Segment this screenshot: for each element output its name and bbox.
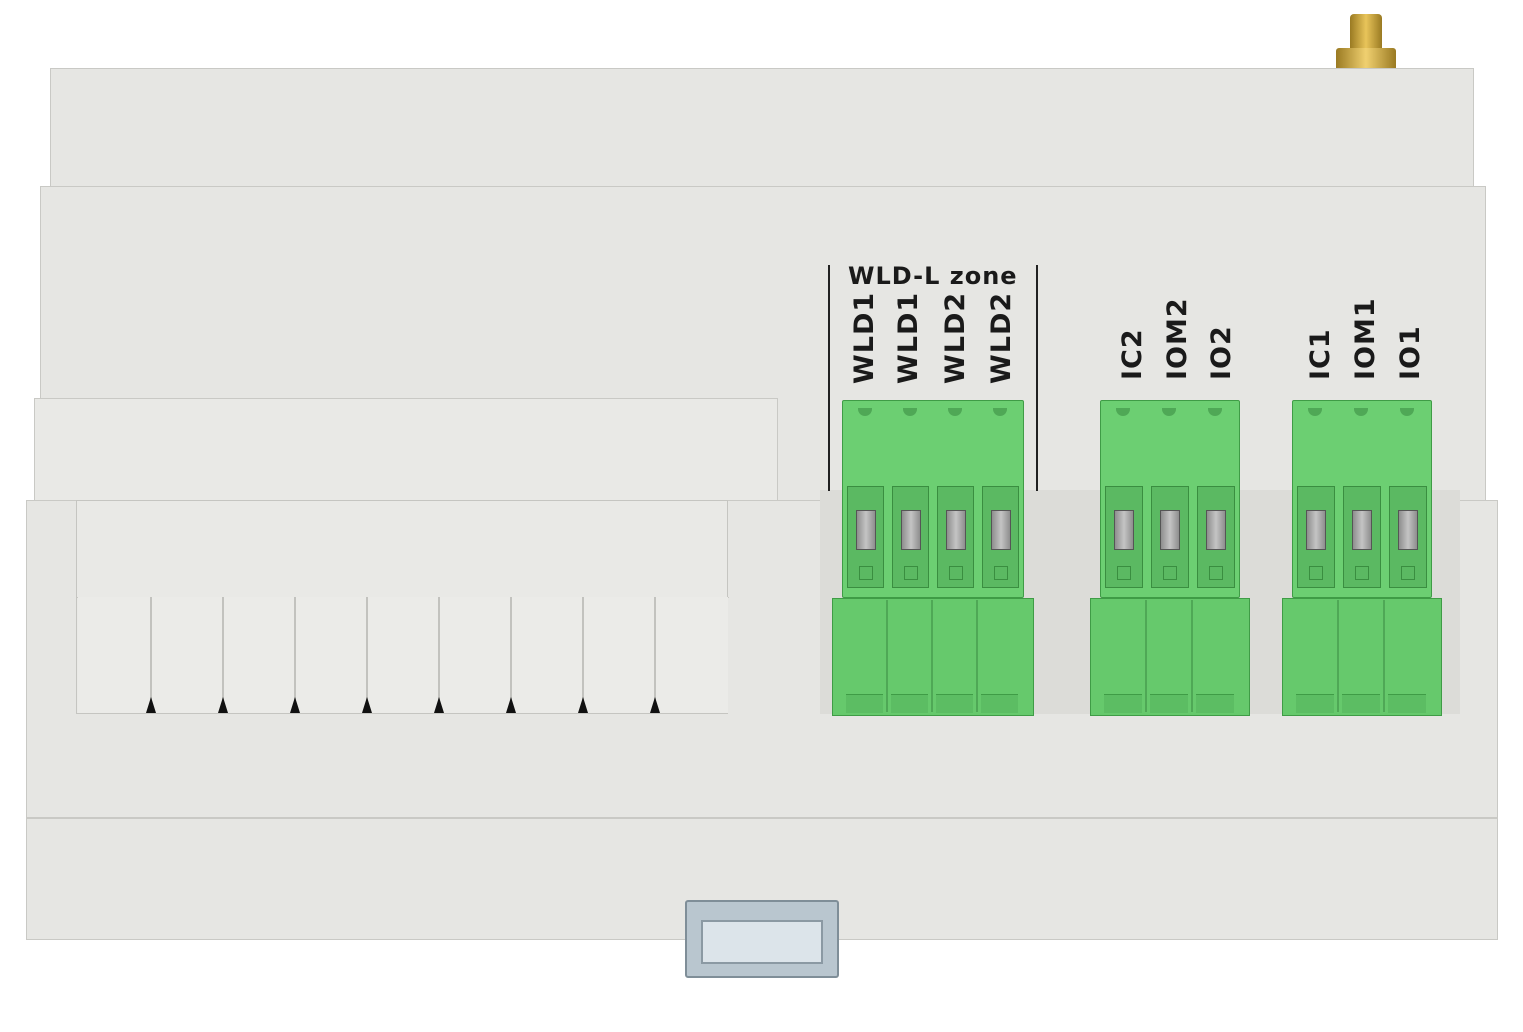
terminal-screw[interactable] [855, 510, 876, 550]
terminal-label: WLD1 [849, 291, 880, 384]
terminal-notch [1354, 408, 1368, 416]
plug-grip [891, 694, 928, 713]
plug-grip [1296, 694, 1334, 713]
plug-grip [1150, 694, 1188, 713]
terminal-wire-entry [1401, 566, 1415, 580]
fin-cell [294, 597, 368, 713]
zone-bracket-left [828, 265, 830, 491]
plug-divider [1383, 600, 1385, 712]
terminal-notch [992, 408, 1007, 416]
terminal-wire-entry [858, 566, 873, 580]
terminal-notch [1208, 408, 1222, 416]
plug-grip [846, 694, 883, 713]
din-rail-clip[interactable] [685, 900, 839, 978]
terminal-notch [1400, 408, 1414, 416]
plug-grip [1388, 694, 1426, 713]
fin-notch [434, 697, 444, 713]
terminal-label: WLD1 [893, 291, 924, 384]
terminal-label: IOM1 [1350, 297, 1381, 380]
fin-cell [582, 597, 656, 713]
terminal-wire-entry [1355, 566, 1369, 580]
terminal-notch [1116, 408, 1130, 416]
zone-bracket-right [1036, 265, 1038, 491]
terminal-wire-entry [1163, 566, 1177, 580]
fin-notch [218, 697, 228, 713]
plug-grip [936, 694, 973, 713]
housing-top-tier [50, 68, 1474, 188]
terminal-notch [902, 408, 917, 416]
terminal-wire-entry [1117, 566, 1131, 580]
fin-cell [654, 597, 728, 713]
plug-divider [976, 600, 978, 712]
terminal-notch [1308, 408, 1322, 416]
terminal-screw[interactable] [1114, 510, 1134, 550]
terminal-wire-entry [948, 566, 963, 580]
plug-divider [1145, 600, 1147, 712]
terminal-wire-entry [1309, 566, 1323, 580]
fin-cell [366, 597, 440, 713]
terminal-wire-entry [993, 566, 1008, 580]
terminal-label: IC1 [1305, 328, 1336, 380]
fin-notch [146, 697, 156, 713]
terminal-notch [947, 408, 962, 416]
terminal-screw[interactable] [990, 510, 1011, 550]
plug-grip [1196, 694, 1234, 713]
terminal-screw[interactable] [1206, 510, 1226, 550]
plug-grip [1104, 694, 1142, 713]
terminal-label: IC2 [1117, 328, 1148, 380]
terminal-screw[interactable] [1160, 510, 1180, 550]
terminal-notch [1162, 408, 1176, 416]
fin-cell [78, 597, 150, 713]
fin-notch [578, 697, 588, 713]
zone-title: WLD-L zone [848, 262, 1018, 290]
plug-divider [1337, 600, 1339, 712]
fin-cell [222, 597, 296, 713]
plug-divider [1191, 600, 1193, 712]
terminal-notch [857, 408, 872, 416]
terminal-label: WLD2 [940, 291, 971, 384]
terminal-screw[interactable] [945, 510, 966, 550]
terminal-label: WLD2 [986, 291, 1017, 384]
terminal-wire-entry [1209, 566, 1223, 580]
fin-cell [438, 597, 512, 713]
plug-divider [886, 600, 888, 712]
terminal-screw[interactable] [1306, 510, 1326, 550]
terminal-label: IOM2 [1162, 297, 1193, 380]
fin-cell [510, 597, 584, 713]
plug-grip [981, 694, 1018, 713]
terminal-label: IO1 [1395, 325, 1426, 380]
fin-notch [290, 697, 300, 713]
terminal-screw[interactable] [900, 510, 921, 550]
fin-cell [150, 597, 224, 713]
terminal-screw[interactable] [1352, 510, 1372, 550]
terminal-label: IO2 [1206, 325, 1237, 380]
terminal-screw[interactable] [1398, 510, 1418, 550]
fin-notch [362, 697, 372, 713]
plug-divider [931, 600, 933, 712]
fin-notch [506, 697, 516, 713]
antenna-connector [1330, 14, 1402, 72]
terminal-wire-entry [903, 566, 918, 580]
plug-grip [1342, 694, 1380, 713]
fin-notch [650, 697, 660, 713]
left-cover [34, 398, 778, 502]
